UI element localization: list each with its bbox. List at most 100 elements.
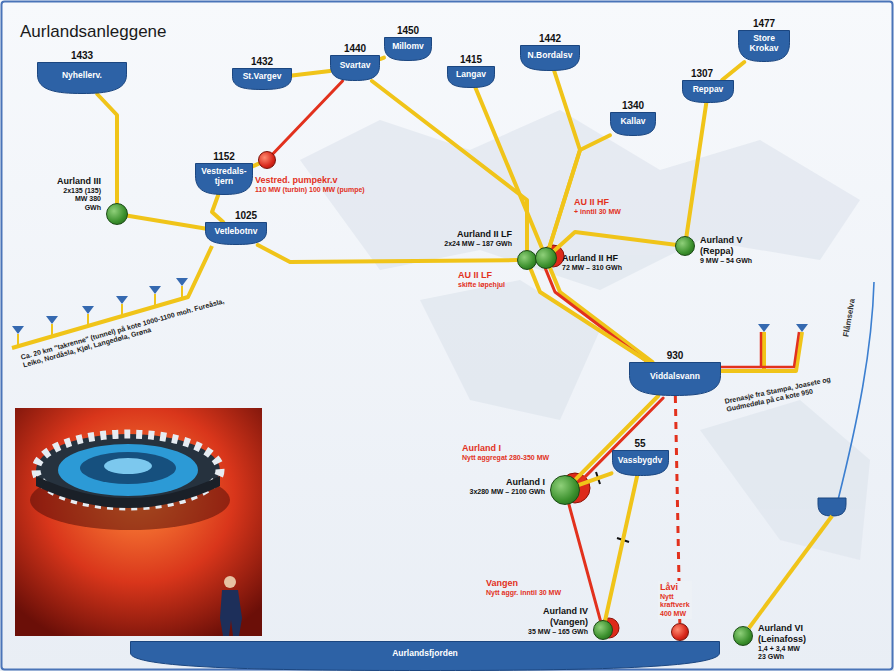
water-tunnel [372,81,527,250]
river-flamselva [838,282,874,500]
reservoir-name: Reppav [693,85,724,95]
elevation-label: 1432 [251,56,273,68]
reservoir-name: Vetlebotnv [215,227,258,237]
reservoir: 55Vassbygdv [612,450,669,476]
station-caption: Vestred. pumpekr.v110 MW (turbin) 100 MW… [255,175,365,194]
station-capacity: 3x280 MW – 2100 GWh [470,488,545,496]
takrenne-tunnel [149,286,161,294]
water-tunnel [258,245,517,262]
water-tunnel [372,81,527,250]
reservoir-shape [611,113,656,136]
station-name: Aurland II LF [444,229,512,240]
mountain-shading [300,110,870,560]
upgrade-note: AU II LF [458,270,492,281]
drainage-tunnel [721,332,799,367]
water-tunnel [554,232,675,251]
power-station: Aurland I3x280 MW – 2100 GWh [550,475,580,505]
reservoir: 930Viddalsvann [629,362,721,396]
power-station: Aurland V (Reppa)9 MW – 54 GWh [675,236,695,256]
reservoir-name: St.Vargev [243,72,282,82]
reservoir: 1025Vetlebotnv [205,222,267,245]
turbine-photo [220,590,242,636]
water-tunnel [579,473,611,485]
elevation-label: 1450 [397,25,419,37]
station-caption: Aurland I3x280 MW – 2100 GWh [470,477,545,496]
power-station: Aurland III2x135 (135) MW 380 GWh [106,203,128,225]
water-tunnel [128,216,205,229]
station-name: Aurland II HF [562,253,622,264]
reservoir-name: Vestredals- tjern [201,167,246,187]
reservoir-name: Kallav [620,117,645,127]
reservoir: Aurlandsfjorden [130,641,720,671]
station-name: Aurland IV (Vangen) [533,606,588,628]
elevation-label: 1433 [71,50,93,62]
takrenne-tunnel [176,278,188,286]
power-station: Aurland II LF2x24 MW – 187 GWh [517,250,537,270]
station-name: Aurland I [470,477,545,488]
reservoir-name: Langav [456,70,486,80]
reservoir-shape [521,46,580,71]
reservoir-shape [739,31,790,62]
drainage-tunnel [721,324,808,371]
drainage-tunnel [721,332,802,371]
station-name: Aurland VI (Leinafoss) [758,623,806,645]
reservoir-name: N.Bordalsv [528,51,573,61]
upgrade-note: skifte løpehjul [458,281,505,289]
reservoir: 1307Reppav [682,80,734,103]
turbine-photo [80,452,176,484]
reservoir: 1477Store Krokav [738,30,790,62]
water-tunnel [97,94,117,203]
water-tunnel [97,94,117,203]
station-caption: Aurland VI (Leinafoss)1,4 + 3,4 MW 23 GW… [758,623,806,661]
reservoir-shape [385,38,432,61]
water-tunnel [212,195,223,222]
river-flamselva [818,498,846,516]
station-caption: Aurland II LF2x24 MW – 187 GWh [444,229,512,248]
station-capacity: 35 MW – 165 GWh [528,628,588,636]
turbine-photo [224,576,236,588]
river-flamselva [749,282,874,628]
water-tunnel [253,164,259,167]
water-tunnel [569,504,600,620]
takrenne-tunnel [87,314,89,326]
water-tunnel [545,268,652,362]
river-name: Flåmselva [841,298,857,338]
reservoir-shape [196,164,253,195]
power-station: Aurland IV (Vangen)35 MW – 165 GWh [593,620,613,640]
power-station: Aurland II HF72 MW – 310 GWh [535,247,557,269]
station-name: Aurland V (Reppa) [700,235,750,257]
station-name: Aurland III [57,176,101,187]
reservoir: 1433Nyhellerv. [37,62,127,94]
drainage-tunnel [758,324,770,332]
station-caption: Aurland V (Reppa)9 MW – 54 GWh [700,235,752,265]
water-tunnel [722,62,744,80]
takrenne-tunnel [46,316,58,324]
reservoir-name: Millomv [392,42,424,52]
elevation-label: 1307 [691,68,713,80]
reservoir-shape [448,67,495,88]
upgrade-note: Nytt aggr. inntil 30 MW [486,589,561,597]
water-tunnel [292,71,330,75]
station-caption: Aurland III2x135 (135) MW 380 GWh [57,176,101,212]
elevation-label: 1025 [235,210,257,222]
reservoir-shape [233,69,292,90]
water-tunnel [686,103,706,236]
reservoir: 1432St.Vargev [232,68,292,90]
takrenne-tunnel [51,324,53,336]
reservoir-shape [683,81,734,103]
reservoir-name: Svartav [340,61,371,71]
turbine-photo [15,408,262,636]
water-tunnel [550,268,652,362]
station-capacity: 9 MW – 54 GWh [700,257,752,265]
water-tunnel [579,473,611,485]
reservoir-shape [630,363,721,396]
elevation-label: 930 [667,350,684,362]
upgrade-note: AU II HF [574,197,609,208]
reservoir-name: Store Krokav [750,34,779,54]
reservoir-shape [612,451,668,476]
power-station: LåviNytt kraftverk 400 MW [671,623,689,641]
mountain-shading [700,400,870,560]
elevation-label: 1477 [753,18,775,30]
elevation-label: 55 [634,438,645,450]
